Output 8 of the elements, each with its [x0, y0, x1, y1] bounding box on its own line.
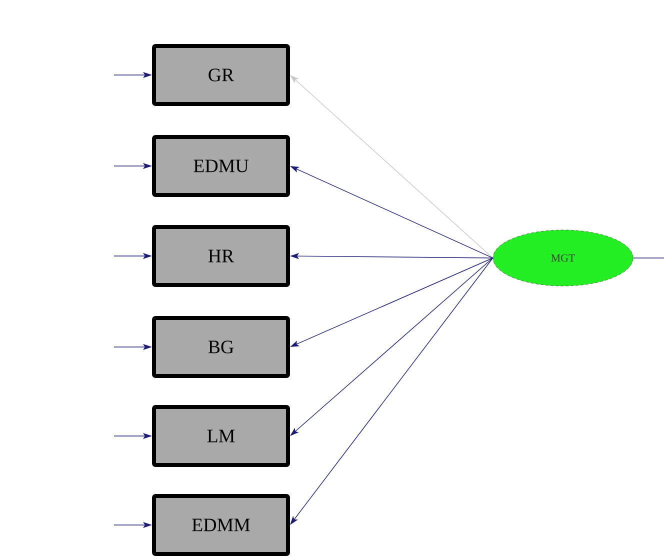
variable-box: EDMU: [152, 135, 290, 197]
variable-box: HR: [152, 225, 290, 287]
loading-arrow: [290, 258, 494, 436]
variable-box: GR: [152, 44, 290, 106]
variable-box: EDMM: [152, 494, 290, 556]
variable-box: LM: [152, 405, 290, 467]
variable-box: BG: [152, 316, 290, 378]
loading-arrow: [290, 75, 494, 258]
